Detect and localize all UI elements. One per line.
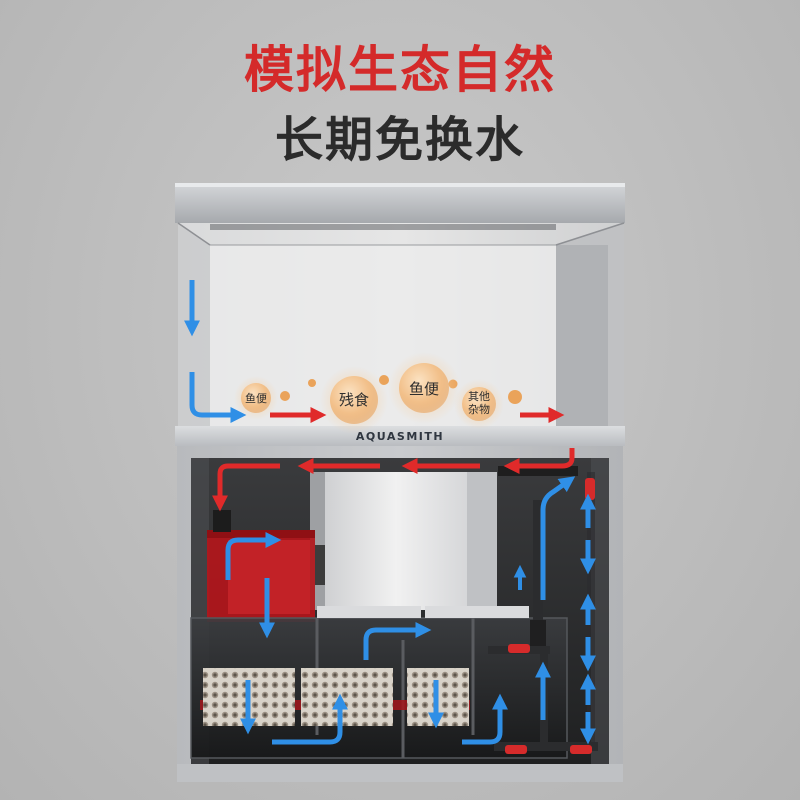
cabinet-back-panel [325, 472, 467, 610]
particle-dot [508, 390, 522, 404]
tank-hood [175, 183, 625, 223]
filter-media-2 [301, 668, 393, 726]
valve-handle [508, 644, 530, 653]
particle-dot [308, 379, 316, 387]
particle-dot [280, 391, 290, 401]
valve-handle [505, 745, 527, 754]
svg-text:鱼便: 鱼便 [245, 391, 267, 405]
brand-logo: AQUASMITH [356, 430, 444, 443]
valve-handle [570, 745, 592, 754]
arrow-blue-icon [462, 693, 509, 745]
svg-text:其他: 其他 [468, 390, 490, 403]
waste-leftover-food: 残食 [320, 366, 388, 434]
arrow-red-icon [503, 448, 575, 475]
arrow-blue-icon [189, 372, 247, 424]
svg-text:杂物: 杂物 [468, 402, 490, 416]
overflow-column [556, 245, 608, 428]
tank-rim [175, 426, 625, 446]
waste-other-debris: 其他 杂物 [454, 379, 504, 429]
cabinet-flow-arrows [211, 448, 597, 745]
arrow-blue-icon [272, 693, 349, 745]
svg-text:残食: 残食 [339, 391, 369, 409]
svg-text:鱼便: 鱼便 [409, 380, 439, 398]
arrow-blue-icon [225, 531, 282, 580]
headline-primary: 模拟生态自然 [244, 41, 556, 99]
arrow-red-icon [211, 463, 280, 512]
arrow-blue-icon [363, 621, 432, 660]
waste-fish-feces-2: 鱼便 [388, 352, 460, 424]
prefilter-box [207, 510, 325, 622]
arrow-blue-icon [540, 476, 576, 600]
valve-handle [585, 478, 595, 500]
top-flow-arrows [183, 280, 565, 424]
headline-secondary: 长期免换水 [274, 112, 525, 168]
